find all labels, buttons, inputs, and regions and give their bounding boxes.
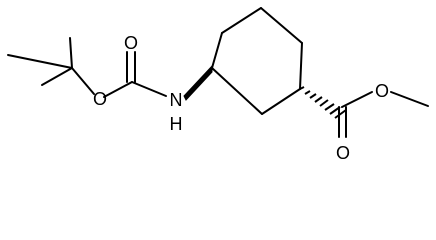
- bond-ester-c-to-o: [341, 91, 373, 108]
- ester-ether-oxygen-label: O: [375, 81, 389, 101]
- carbamate-ester-oxygen-label: O: [93, 89, 107, 109]
- bond-ring-c2-c3: [221, 7, 262, 34]
- bond-o-to-carbamate-c: [103, 81, 133, 98]
- bond-ring-c1-c2: [211, 32, 223, 69]
- bond-tbu-methyl-top: [69, 37, 73, 69]
- amine-nitrogen-label: N: [170, 90, 183, 110]
- wedge-bond-c1-nh: [183, 64, 213, 101]
- bond-tbu-methyl-left-upper: [7, 54, 73, 69]
- bond-tbu-to-o: [71, 67, 95, 95]
- bond-ring-c3-c4: [260, 7, 303, 44]
- bond-o-to-methyl: [390, 91, 429, 107]
- bond-tbu-methyl-left-lower: [41, 67, 73, 86]
- bond-carbamate-c-to-n: [131, 81, 167, 97]
- amine-hydrogen-label: H: [170, 114, 183, 134]
- hash-bond-c4-ester: [299, 86, 347, 119]
- structure-diagram: O O N H O O: [7, 7, 429, 163]
- skeleton-bonds: [7, 7, 429, 138]
- bond-ring-c4-c5: [299, 42, 303, 90]
- carbamate-carbonyl-oxygen-label: O: [124, 33, 138, 53]
- bond-ring-c5-c6: [261, 88, 301, 115]
- ester-carbonyl-oxygen-label: O: [336, 143, 350, 163]
- molecule-canvas: O O N H O O: [7, 7, 429, 163]
- bond-ring-c6-c1: [211, 67, 263, 115]
